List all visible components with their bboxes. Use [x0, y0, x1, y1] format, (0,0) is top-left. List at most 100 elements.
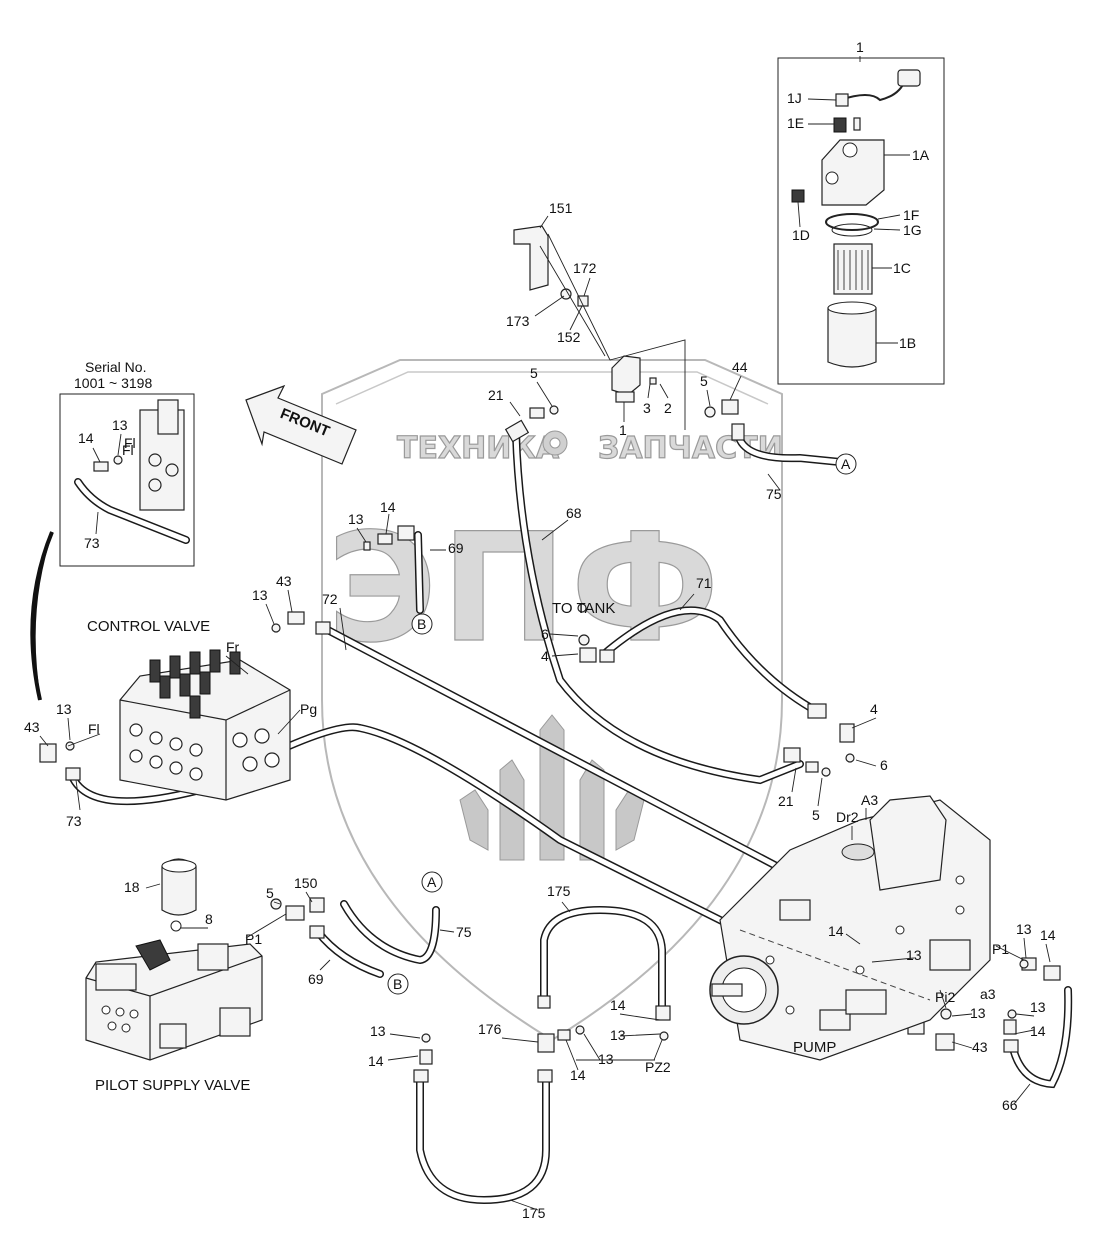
to-tank-label: TO TANK	[552, 600, 615, 617]
svg-text:5: 5	[530, 365, 538, 381]
pump-label: PUMP	[793, 1039, 836, 1056]
svg-text:5: 5	[700, 373, 708, 389]
svg-text:Pi2: Pi2	[935, 989, 955, 1005]
control-valve-label: CONTROL VALVE	[87, 618, 210, 635]
svg-text:43: 43	[24, 719, 40, 735]
svg-text:75: 75	[766, 486, 782, 502]
svg-text:13: 13	[348, 511, 364, 527]
svg-text:152: 152	[557, 329, 581, 345]
svg-text:176: 176	[478, 1021, 502, 1037]
inset-valve-block	[139, 399, 185, 511]
svg-text:13: 13	[112, 417, 128, 433]
svg-text:14: 14	[380, 499, 396, 515]
svg-text:Dr2: Dr2	[836, 809, 859, 825]
control-valve: CONTROL VALVE	[87, 618, 291, 801]
watermark: ТЕХНИКА ЗАПЧАСТИ ЭПФ	[321, 359, 783, 1042]
svg-text:1E: 1E	[787, 115, 804, 131]
svg-text:14: 14	[78, 430, 94, 446]
marker-b-upper: B	[417, 616, 426, 632]
svg-text:21: 21	[778, 793, 794, 809]
svg-text:13: 13	[906, 947, 922, 963]
svg-text:3: 3	[643, 400, 651, 416]
svg-text:172: 172	[573, 260, 597, 276]
hoses	[68, 430, 1073, 1205]
pump: PUMP	[709, 795, 991, 1061]
svg-text:13: 13	[370, 1023, 386, 1039]
svg-text:14: 14	[1040, 927, 1056, 943]
svg-text:PZ2: PZ2	[645, 1059, 671, 1075]
front-arrow: FRONT	[245, 384, 357, 465]
watermark-text-left: ТЕХНИКА	[397, 431, 560, 466]
svg-text:13: 13	[1030, 999, 1046, 1015]
svg-text:a3: a3	[980, 986, 996, 1002]
svg-text:1G: 1G	[903, 222, 922, 238]
pilot-supply-valve-label: PILOT SUPPLY VALVE	[95, 1077, 250, 1094]
marker-a-upper: A	[841, 456, 851, 472]
connection-markers: A A B B	[387, 453, 857, 995]
svg-text:69: 69	[448, 540, 464, 556]
svg-text:13: 13	[1016, 921, 1032, 937]
svg-text:14: 14	[368, 1053, 384, 1069]
svg-text:73: 73	[84, 535, 100, 551]
svg-text:4: 4	[870, 701, 878, 717]
svg-text:43: 43	[972, 1039, 988, 1055]
svg-text:13: 13	[970, 1005, 986, 1021]
pressure-switch-group: 151 172 173 152 1 3 2	[506, 200, 686, 438]
fittings	[39, 399, 1061, 1083]
svg-text:75: 75	[456, 924, 472, 940]
marker-a-lower: A	[427, 874, 437, 890]
svg-text:4: 4	[541, 648, 549, 664]
svg-text:6: 6	[880, 757, 888, 773]
marker-b-lower: B	[393, 976, 402, 992]
svg-text:13: 13	[252, 587, 268, 603]
svg-text:175: 175	[547, 883, 571, 899]
svg-text:Pg: Pg	[300, 701, 317, 717]
svg-text:13: 13	[610, 1027, 626, 1043]
serial-inset: Serial No. 1001 ~ 3198 14 13 Fl 73	[59, 359, 195, 567]
svg-text:P1: P1	[245, 931, 262, 947]
svg-text:175: 175	[522, 1205, 546, 1221]
watermark-gear-icon	[542, 430, 568, 456]
svg-text:Fl: Fl	[122, 442, 134, 458]
svg-text:1: 1	[619, 422, 627, 438]
svg-text:Fl: Fl	[88, 721, 100, 737]
svg-text:Fr: Fr	[226, 639, 240, 655]
svg-text:1F: 1F	[903, 207, 919, 223]
svg-text:151: 151	[549, 200, 573, 216]
svg-text:1D: 1D	[792, 227, 810, 243]
svg-text:P1: P1	[992, 941, 1009, 957]
svg-text:8: 8	[205, 911, 213, 927]
part-callouts: 5 21 5 44 75 68 14 13 69 43 13 72 71 6 4…	[24, 359, 1056, 1221]
pilot-supply-valve: PILOT SUPPLY VALVE	[85, 858, 263, 1094]
svg-text:173: 173	[506, 313, 530, 329]
port-labels: Fl Fl Fr Pg P1 P1 Pi2 a3 A3 Dr2 PZ2	[88, 442, 1009, 1075]
svg-text:69: 69	[308, 971, 324, 987]
svg-text:44: 44	[732, 359, 748, 375]
svg-text:68: 68	[566, 505, 582, 521]
svg-text:43: 43	[276, 573, 292, 589]
svg-text:71: 71	[696, 575, 712, 591]
leader-lines	[39, 375, 1051, 1211]
svg-text:6: 6	[541, 626, 549, 642]
serial-range: 1001 ~ 3198	[74, 375, 152, 391]
svg-text:14: 14	[1030, 1023, 1046, 1039]
svg-text:14: 14	[570, 1067, 586, 1083]
svg-text:A3: A3	[861, 792, 878, 808]
svg-text:1: 1	[856, 39, 864, 55]
svg-text:150: 150	[294, 875, 318, 891]
svg-text:1C: 1C	[893, 260, 911, 276]
filter-assembly: 1 1J 1E 1A 1D 1F 1G 1C 1B	[777, 39, 945, 385]
svg-text:13: 13	[56, 701, 72, 717]
svg-text:73: 73	[66, 813, 82, 829]
serial-label: Serial No.	[85, 359, 146, 375]
svg-text:18: 18	[124, 879, 140, 895]
svg-text:2: 2	[664, 400, 672, 416]
svg-text:14: 14	[828, 923, 844, 939]
svg-text:1B: 1B	[899, 335, 916, 351]
svg-text:14: 14	[610, 997, 626, 1013]
svg-text:5: 5	[812, 807, 820, 823]
svg-text:1A: 1A	[912, 147, 930, 163]
svg-text:1J: 1J	[787, 90, 802, 106]
